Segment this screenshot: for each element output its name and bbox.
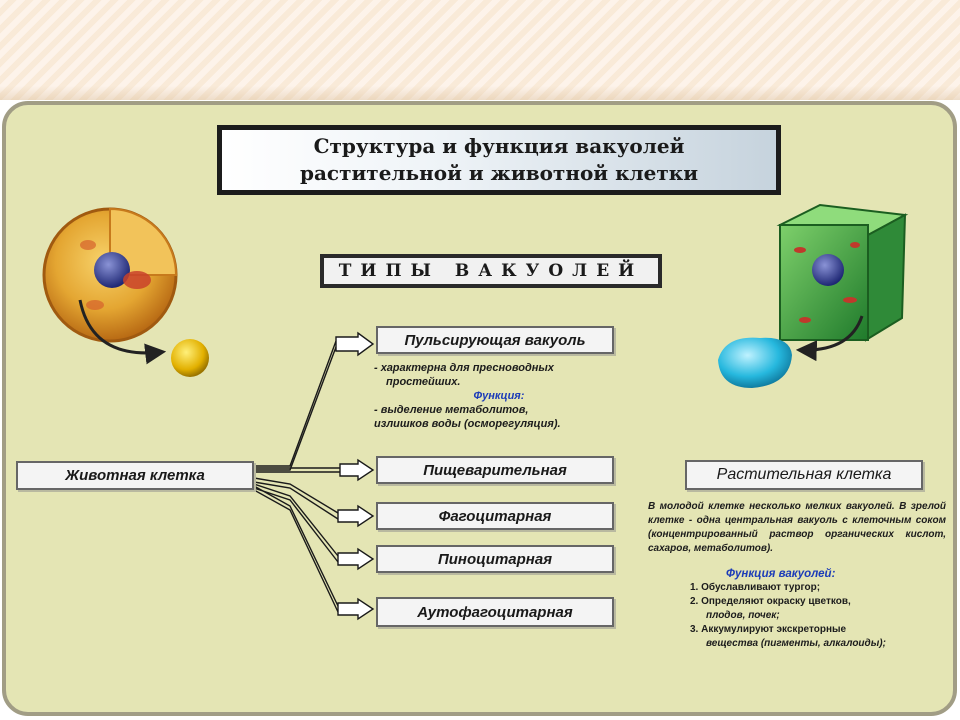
title-box: Структура и функция вакуолей растительно… <box>217 125 781 195</box>
plant-function-item-3-cont: вещества (пигменты, алкалоиды); <box>706 638 886 649</box>
plant-cell-label: Растительная клетка <box>685 460 923 490</box>
pulsating-line-4: излишков воды (осморегуляция). <box>374 418 561 430</box>
vacuole-type-digestive: Пищеварительная <box>376 456 614 484</box>
vacuole-type-pinocytic: Пиноцитарная <box>376 545 614 573</box>
connector-arrows <box>335 331 375 621</box>
connector-lines <box>253 340 340 613</box>
types-heading-box: ТИПЫ ВАКУОЛЕЙ <box>320 254 662 288</box>
plant-function-item-3: 3. Аккумулируют экскреторные <box>690 624 847 635</box>
plant-function-item-1: 1. Обуславливают тургор; <box>690 582 821 593</box>
header-band <box>0 0 960 100</box>
plant-functions: Функция вакуолей: 1. Обуславливают турго… <box>690 567 940 651</box>
vacuole-type-pulsating: Пульсирующая вакуоль <box>376 326 614 354</box>
title-line-1: Структура и функция вакуолей <box>313 134 685 158</box>
pulsating-line-2: простейших. <box>386 376 461 388</box>
plant-function-item-2-cont: плодов, почек; <box>706 610 780 621</box>
animal-cell-label: Животная клетка <box>16 461 254 490</box>
page-title: Структура и функция вакуолей растительно… <box>222 130 776 190</box>
types-heading: ТИПЫ ВАКУОЛЕЙ <box>324 258 658 284</box>
vacuole-type-autophagocytic: Аутофагоцитарная <box>376 597 614 627</box>
plant-function-item-2: 2. Определяют окраску цветков, <box>690 596 851 607</box>
animal-cell-illustration <box>42 207 209 377</box>
pulsating-description: - характерна для пресноводных простейших… <box>374 361 624 431</box>
plant-description: В молодой клетке несколько мелких вакуол… <box>648 501 946 554</box>
plant-cell-illustration <box>718 203 909 388</box>
pulsating-line-1: - характерна для пресноводных <box>374 362 554 374</box>
pulsating-function-label: Функция: <box>473 390 525 402</box>
vacuole-type-phagocytic: Фагоцитарная <box>376 502 614 530</box>
plant-function-label: Функция вакуолей: <box>726 568 836 580</box>
title-line-2: растительной и животной клетки <box>299 161 699 185</box>
pulsating-line-3: - выделение метаболитов, <box>374 404 529 416</box>
